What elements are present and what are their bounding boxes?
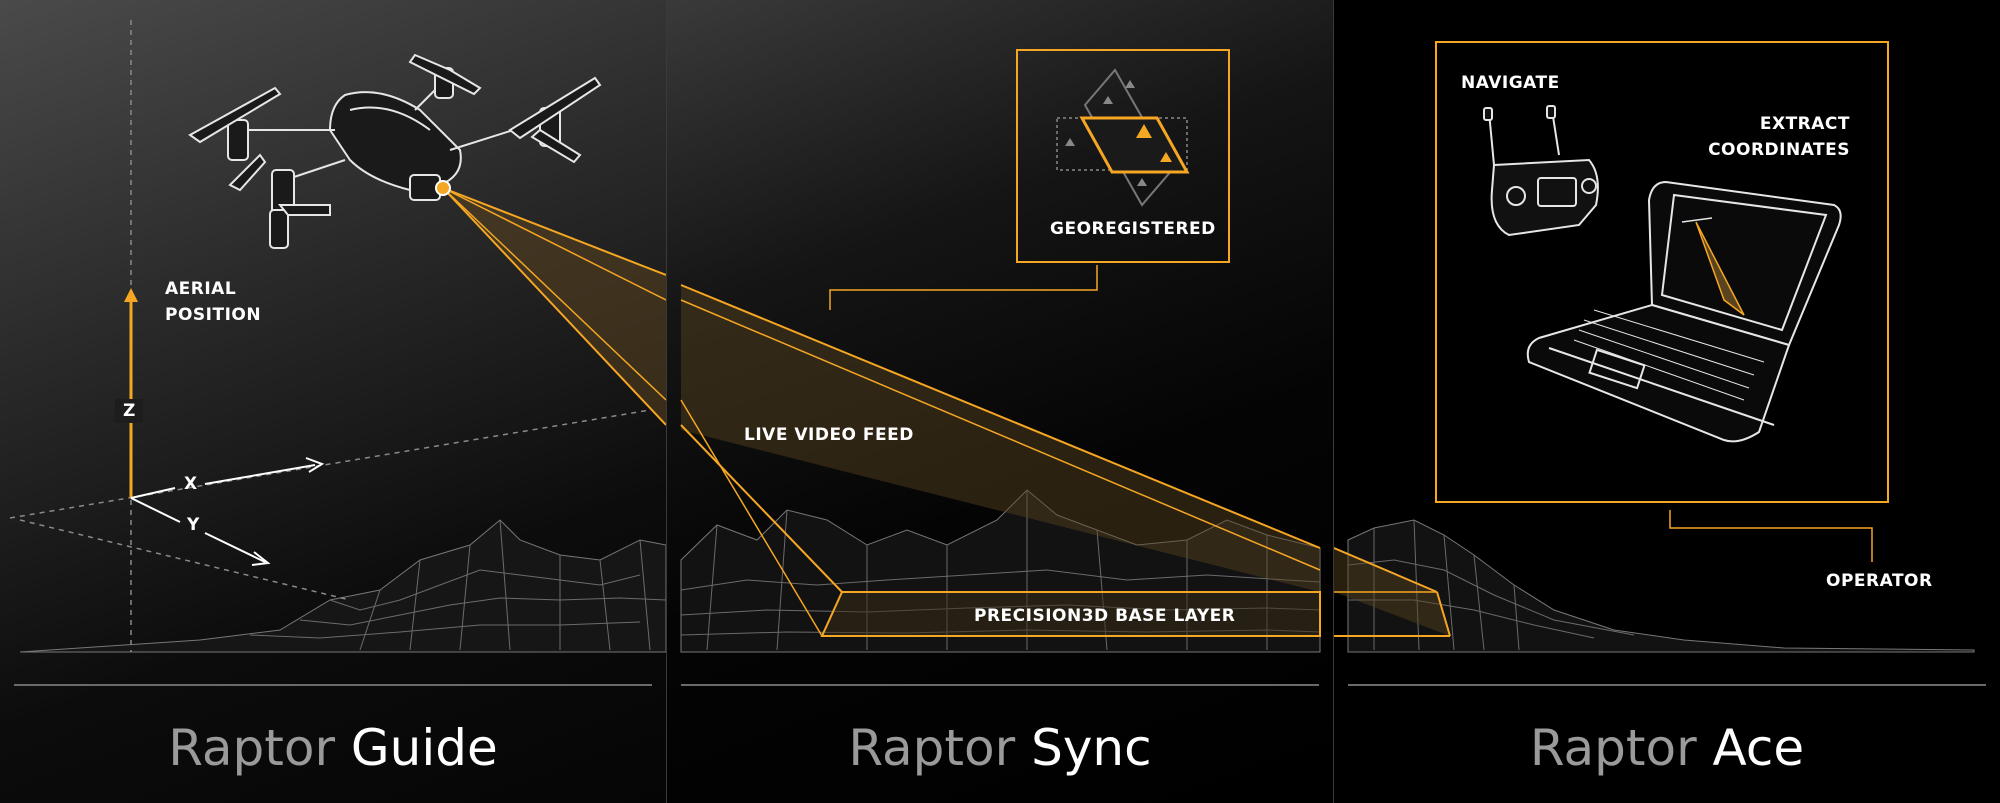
- label-aerial-line1: AERIAL: [165, 279, 237, 299]
- label-extract-line2: COORDINATES: [1708, 140, 1850, 160]
- title-raptor-ace: Raptor Ace: [1334, 718, 2000, 778]
- y-axis-arrow: [204, 532, 266, 563]
- label-aerial-position: AERIAL POSITION: [165, 276, 261, 328]
- operator-connector: [1669, 510, 1873, 562]
- divider-guide: [14, 684, 652, 686]
- panel-raptor-sync: GEOREGISTERED LIVE VIDEO FEED PRECISION3…: [667, 0, 1333, 803]
- panel-raptor-ace: NAVIGATE EXTRACT COORDINATES OPERATOR Ra…: [1334, 0, 2000, 803]
- camera-beam-ace: [1334, 547, 1451, 637]
- operator-box: [1435, 41, 1889, 503]
- panel-divider-1: [666, 0, 667, 803]
- label-extract-coordinates: EXTRACT COORDINATES: [1690, 111, 1850, 163]
- label-georegistered: GEOREGISTERED: [1050, 219, 1216, 239]
- title-product: Sync: [1031, 719, 1152, 777]
- title-brand: Raptor: [1529, 719, 1697, 777]
- camera-beam-guide: [442, 187, 666, 426]
- base-layer-slab: [820, 591, 1321, 637]
- terrain-wireframe-guide: [19, 519, 666, 653]
- divider-sync: [681, 684, 1319, 686]
- label-operator: OPERATOR: [1826, 571, 1933, 591]
- georegistered-connector: [829, 265, 1098, 310]
- sync-illustration: [680, 49, 1321, 653]
- axis-y-label: Y: [187, 515, 200, 535]
- label-precision3d-base-layer: PRECISION3D BASE LAYER: [974, 606, 1236, 626]
- label-live-video-feed: LIVE VIDEO FEED: [744, 425, 914, 445]
- axis-z-label: Z: [115, 399, 144, 423]
- divider-ace: [1348, 684, 1986, 686]
- panel-divider-2: [1333, 0, 1334, 803]
- laptop-icon: [1526, 180, 1842, 443]
- remote-controller-icon: [1483, 105, 1599, 237]
- label-aerial-line2: POSITION: [165, 305, 262, 325]
- x-axis-arrow: [204, 464, 316, 485]
- camera-beam-sync: [680, 284, 1321, 637]
- label-extract-line1: EXTRACT: [1759, 114, 1850, 134]
- ace-illustration: [1334, 41, 1975, 653]
- panel-raptor-guide: AERIAL POSITION Z X Y Raptor Guide: [0, 0, 666, 803]
- title-brand: Raptor: [848, 719, 1016, 777]
- axis-x-label: X: [184, 474, 198, 494]
- georegistered-box: [1016, 49, 1230, 263]
- label-navigate: NAVIGATE: [1461, 73, 1560, 93]
- title-product: Ace: [1712, 719, 1805, 777]
- title-product: Guide: [350, 719, 498, 777]
- terrain-wireframe-ace: [1347, 519, 1975, 653]
- x-axis-dashed: [9, 409, 651, 519]
- title-brand: Raptor: [168, 719, 336, 777]
- title-raptor-sync: Raptor Sync: [667, 718, 1333, 778]
- drone-icon: [188, 53, 602, 249]
- guide-illustration: [9, 20, 666, 653]
- y-axis-dashed: [19, 519, 351, 601]
- title-raptor-guide: Raptor Guide: [0, 718, 666, 778]
- georegistration-icon: [1056, 68, 1190, 207]
